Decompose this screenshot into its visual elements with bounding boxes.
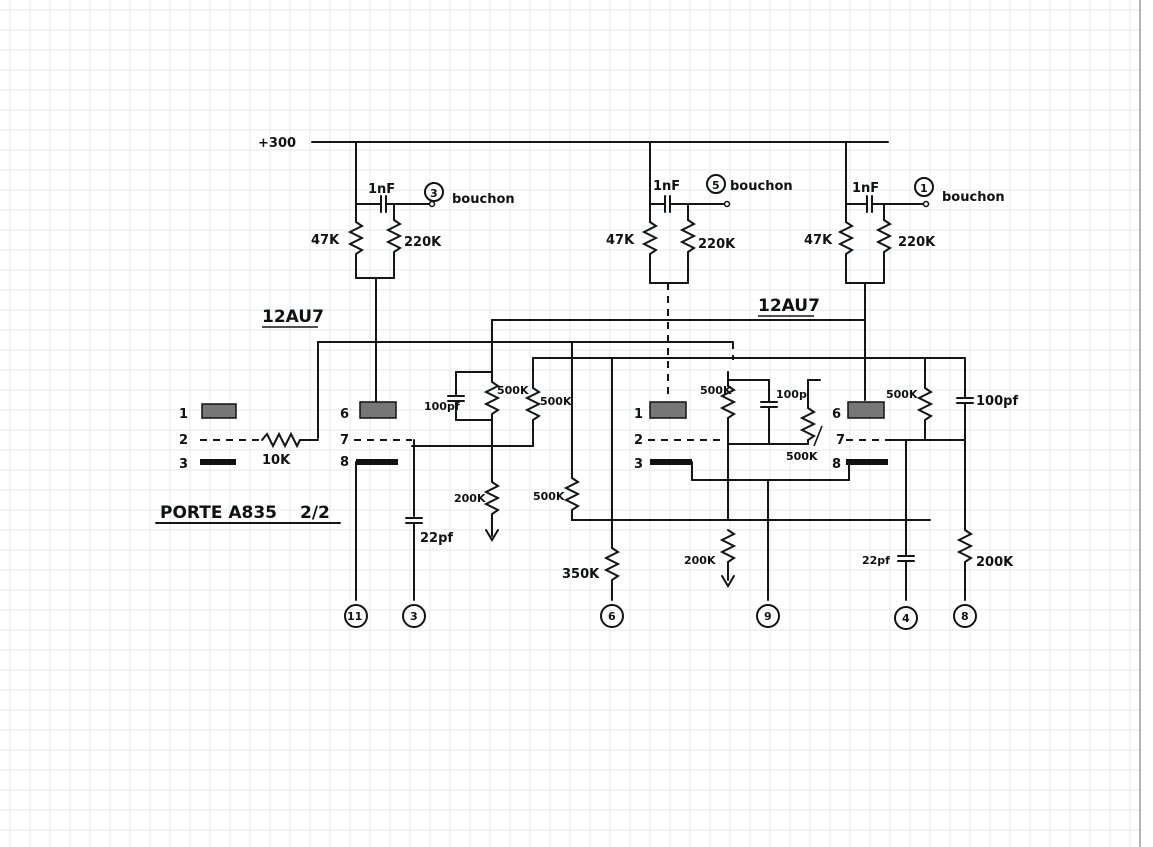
tube-label-left: 12AU7 [262,307,324,327]
input-resistor-label: 10K [262,453,291,468]
title-block: PORTE A835 2/2 [155,503,341,524]
cap-100p-label: 100p [776,388,807,401]
terminal-11: 11 [347,610,362,623]
pot-a-label: 500K [497,384,529,397]
cap-label: 1nF [653,179,680,194]
output-number: 3 [430,187,438,200]
shunt-resistor-label: 220K [698,237,736,252]
title-fraction: 2/2 [300,503,330,523]
right-network: 500K 100p 500K 200K 500K 100pf 22pf 200K [684,371,1018,601]
output-label: bouchon [452,192,515,207]
plate-resistor-label: 47K [311,233,340,248]
supply-label: +300 [258,136,296,151]
stage-3: 1nF 1 bouchon 47K 220K [804,141,1005,401]
pin-6: 6 [340,407,349,422]
pin-1b: 1 [634,407,643,422]
res-c-label: 350K [562,567,600,582]
resistor-220k [385,219,403,279]
pin-3b: 3 [634,457,643,472]
cap-label: 1nF [368,182,395,197]
shunt-resistor-label: 220K [404,235,442,250]
cap-100pf-label: 100pf [424,400,460,413]
stage-1: 1nF 3 bouchon 47K 220K [311,141,515,403]
output-marker [424,182,444,202]
terminal-9: 9 [764,610,772,623]
cap-22pf-label: 22pf [420,531,453,546]
pin-2b: 2 [634,433,643,448]
output-number: 1 [920,182,928,195]
output-number: 5 [712,179,720,192]
pot-b-label: 500K [700,384,732,397]
pin-7: 7 [340,433,349,448]
pin-legend: 1 2 3 10K [179,403,319,472]
cap-22pf-right-label: 22pf [862,554,890,567]
output-marker [914,177,934,197]
res-200k-mid-label: 200K [684,554,716,567]
tube-a: 6 7 8 22pf [340,401,453,601]
pin-2: 2 [179,433,188,448]
shunt-resistor-label: 220K [898,235,936,250]
tube-label-right: 12AU7 [758,296,820,316]
cap-100pf-right-label: 100pf [976,394,1018,409]
terminal-3: 3 [410,610,418,623]
res-200k-right-label: 200K [976,555,1014,570]
terminal-4: 4 [902,612,910,625]
stage-2: 1nF 5 bouchon 47K 220K [606,141,793,400]
input-resistor [261,431,319,449]
pin-7b: 7 [836,433,845,448]
plate-resistor-label: 47K [606,233,635,248]
interconnect-wiring [317,319,966,549]
pin-1: 1 [179,407,188,422]
output-label: bouchon [942,190,1005,205]
output-marker [706,174,726,194]
terminal-8: 8 [961,610,969,623]
resistor-47k [347,221,365,279]
terminal-6: 6 [608,610,616,623]
pin-8b: 8 [832,457,841,472]
pot-d-label: 500K [886,388,918,401]
res-200k-label: 200K [454,492,486,505]
pin-6b: 6 [832,407,841,422]
plate-resistor-label: 47K [804,233,833,248]
left-network: 100pf 500K 500K 200K 500K 350K [411,371,931,601]
terminals: 11 3 6 9 4 8 [344,604,977,630]
cap-label: 1nF [852,181,879,196]
pin-3: 3 [179,457,188,472]
pot-c-label: 500K [786,450,818,463]
tube-b: 1 2 3 6 7 8 [634,401,922,481]
title-text: PORTE A835 [160,503,277,523]
res-a-label: 500K [540,395,572,408]
res-b-label: 500K [533,490,565,503]
output-label: bouchon [730,179,793,194]
pin-8: 8 [340,455,349,470]
